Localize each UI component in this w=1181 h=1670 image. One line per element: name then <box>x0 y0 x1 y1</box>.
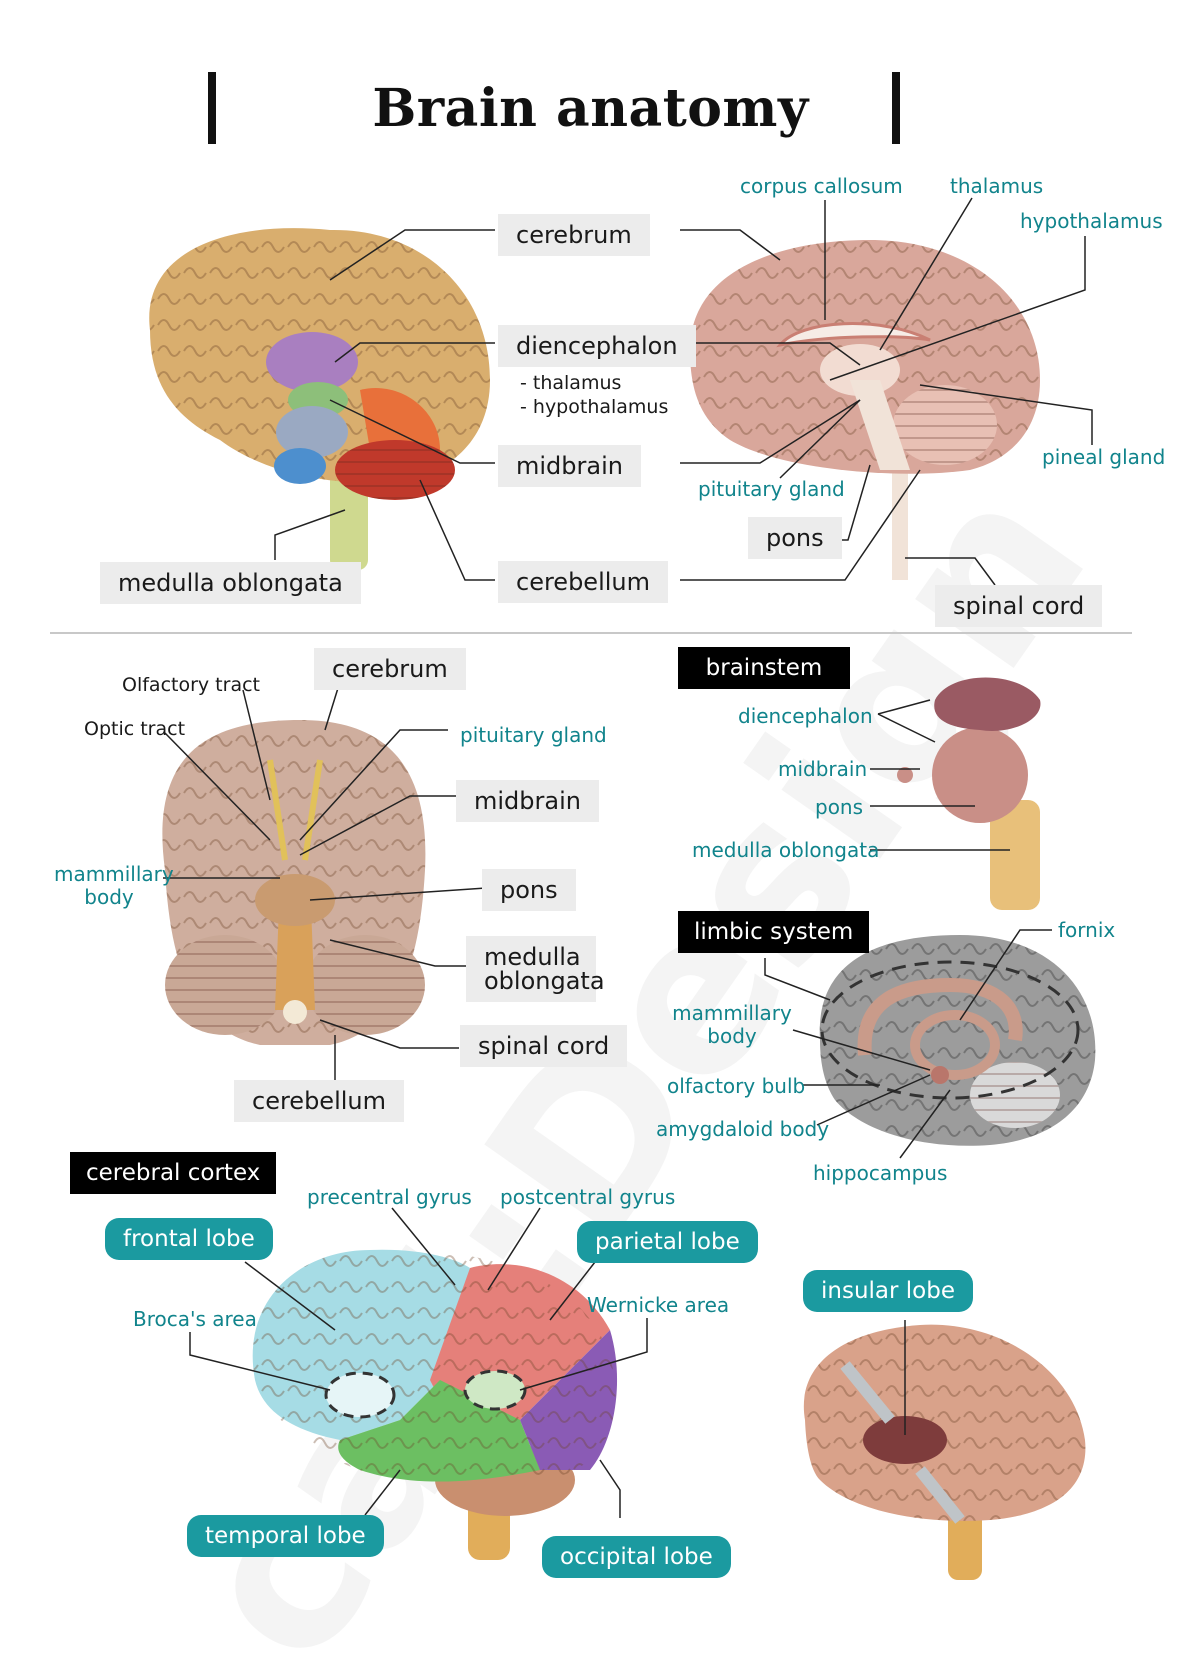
page-title: Brain anatomy <box>372 78 809 139</box>
lateral-brain-illustration <box>149 228 491 570</box>
pill-insular-lobe: insular lobe <box>803 1270 973 1312</box>
label-optic-tract: Optic tract <box>84 718 186 740</box>
label-dien-hypothalamus: - hypothalamus <box>520 396 669 418</box>
label-thalamus: thalamus <box>950 174 1044 198</box>
label-hippocampus: hippocampus <box>813 1161 948 1185</box>
label-fornix: fornix <box>1058 918 1116 942</box>
label-limbic-mammillary-1: mammillary <box>672 1001 792 1025</box>
label-pituitary-gland-top: pituitary gland <box>698 477 845 501</box>
label-hypothalamus: hypothalamus <box>1020 209 1163 233</box>
label-limbic-mammillary-2: body <box>707 1024 757 1048</box>
inferior-brain-illustration <box>162 720 426 1045</box>
pill-frontal-lobe: frontal lobe <box>105 1218 273 1260</box>
section2-left-leader-lines <box>163 687 487 1085</box>
label-cerebrum-top: cerebrum <box>498 214 650 256</box>
label-brocas-area: Broca's area <box>133 1307 257 1331</box>
section1-leader-lines <box>274 197 1093 586</box>
pill-occipital-lobe: occipital lobe <box>542 1536 731 1578</box>
sagittal-brain-illustration <box>690 240 1040 580</box>
limbic-leader-lines <box>764 929 1052 1159</box>
label-precentral-gyrus: precentral gyrus <box>307 1185 472 1209</box>
label-wernicke-area: Wernicke area <box>587 1293 730 1317</box>
label-medulla-inferior-2: oblongata <box>466 966 605 1002</box>
label-brainstem-diencephalon: diencephalon <box>738 704 873 728</box>
label-brainstem-medulla: medulla oblongata <box>692 838 880 862</box>
heading-cerebral-cortex: cerebral cortex <box>70 1152 277 1194</box>
heading-brainstem: brainstem <box>678 647 850 689</box>
insular-lobe-illustration <box>803 1324 1086 1580</box>
label-pineal-gland: pineal gland <box>1042 445 1166 469</box>
label-cerebellum-inferior: cerebellum <box>234 1080 404 1122</box>
label-spinal-cord-top: spinal cord <box>935 585 1103 627</box>
cortex-leader-lines <box>189 1207 648 1518</box>
label-pons-inferior: pons <box>482 869 576 911</box>
title-bar-right <box>892 72 900 144</box>
label-mammillary-inferior-2: body <box>84 885 134 909</box>
label-olfactory-bulb: olfactory bulb <box>667 1074 806 1098</box>
label-brainstem-pons: pons <box>815 795 864 819</box>
label-cerebrum-inferior: cerebrum <box>314 648 466 690</box>
label-cerebellum-top: cerebellum <box>498 561 668 603</box>
label-olfactory-tract: Olfactory tract <box>122 674 260 696</box>
label-pons-top: pons <box>748 517 842 559</box>
brainstem-leader-lines <box>870 699 1010 851</box>
title-bar-left <box>208 72 216 144</box>
cortex-lobes-illustration <box>252 1249 618 1560</box>
label-postcentral-gyrus: postcentral gyrus <box>500 1185 676 1209</box>
label-spinal-cord-inferior: spinal cord <box>460 1025 628 1067</box>
label-midbrain-inferior: midbrain <box>456 780 599 822</box>
label-diencephalon-top: diencephalon <box>498 325 696 367</box>
pill-parietal-lobe: parietal lobe <box>577 1221 758 1263</box>
brainstem-illustration <box>897 677 1041 910</box>
label-midbrain-top: midbrain <box>498 445 641 487</box>
label-amygdaloid-body: amygdaloid body <box>656 1117 830 1141</box>
label-brainstem-midbrain: midbrain <box>778 757 868 781</box>
pill-temporal-lobe: temporal lobe <box>187 1515 384 1557</box>
label-pituitary-gland-inferior: pituitary gland <box>460 723 607 747</box>
limbic-illustration <box>819 935 1096 1146</box>
heading-limbic-system: limbic system <box>678 911 870 953</box>
label-mammillary-inferior-1: mammillary <box>54 862 174 886</box>
label-medulla-top: medulla oblongata <box>100 562 361 604</box>
label-corpus-callosum: corpus callosum <box>740 174 903 198</box>
label-dien-thalamus: - thalamus <box>520 372 622 394</box>
